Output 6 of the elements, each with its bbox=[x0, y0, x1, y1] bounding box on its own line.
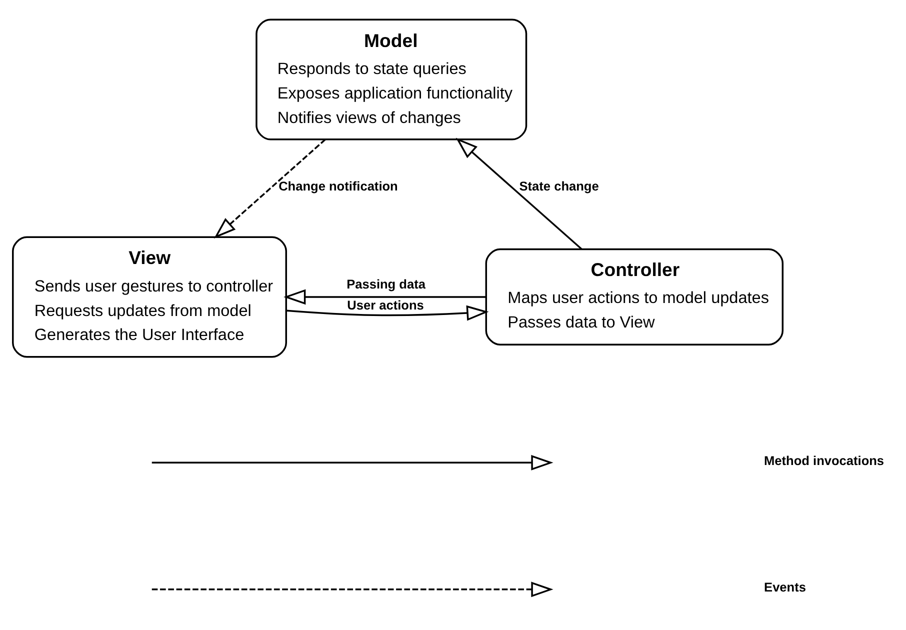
edge-label: Change notification bbox=[278, 178, 398, 194]
edge-label: State change bbox=[519, 178, 599, 194]
edge-label: Passing data bbox=[346, 276, 426, 292]
legend-label: Events bbox=[764, 580, 806, 595]
legend-label: Method invocations bbox=[764, 452, 884, 468]
edge-label: User actions bbox=[347, 298, 424, 313]
